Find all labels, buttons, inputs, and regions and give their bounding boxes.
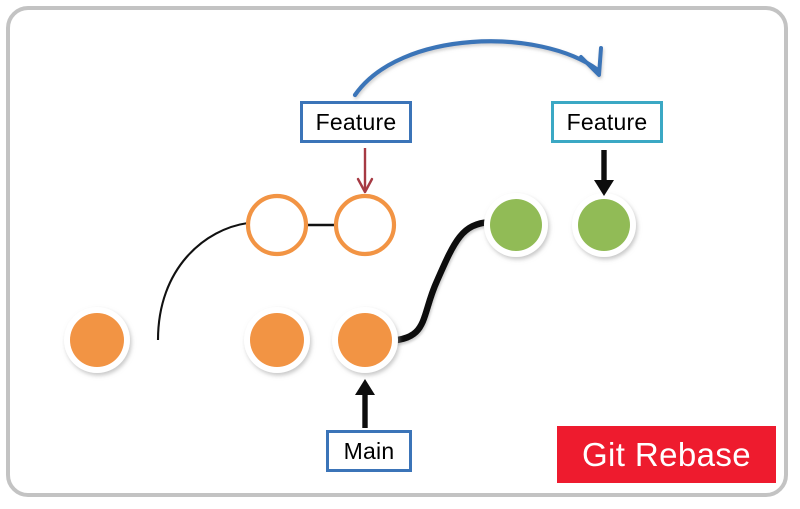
- feature-old-pointer-arrow: [356, 148, 374, 194]
- commit-node-main-1: [64, 307, 130, 373]
- commit-node-feature-old-1: [245, 193, 309, 257]
- label-feature-after-text: Feature: [566, 108, 648, 135]
- label-feature-after: Feature: [551, 101, 663, 143]
- commit-node-main-3: [332, 307, 398, 373]
- commit-node-main-2: [244, 307, 310, 373]
- rebase-arc-arrow: [352, 39, 603, 98]
- commit-node-feature-old-2: [333, 193, 397, 257]
- connector-branch-curve: [156, 221, 249, 341]
- commit-node-feature-rebased-1: [484, 193, 548, 257]
- title-banner-text: Git Rebase: [581, 435, 752, 473]
- label-main-text: Main: [343, 437, 395, 464]
- feature-new-pointer-arrow: [594, 150, 614, 196]
- main-pointer-arrow: [355, 379, 375, 428]
- diagram-frame: [6, 6, 788, 497]
- connector-rebase-s-curve: [379, 218, 494, 345]
- label-feature-before-text: Feature: [315, 108, 397, 135]
- label-main: Main: [326, 430, 412, 472]
- label-feature-before: Feature: [300, 101, 412, 143]
- commit-node-feature-rebased-2: [572, 193, 636, 257]
- title-banner: Git Rebase: [557, 426, 776, 483]
